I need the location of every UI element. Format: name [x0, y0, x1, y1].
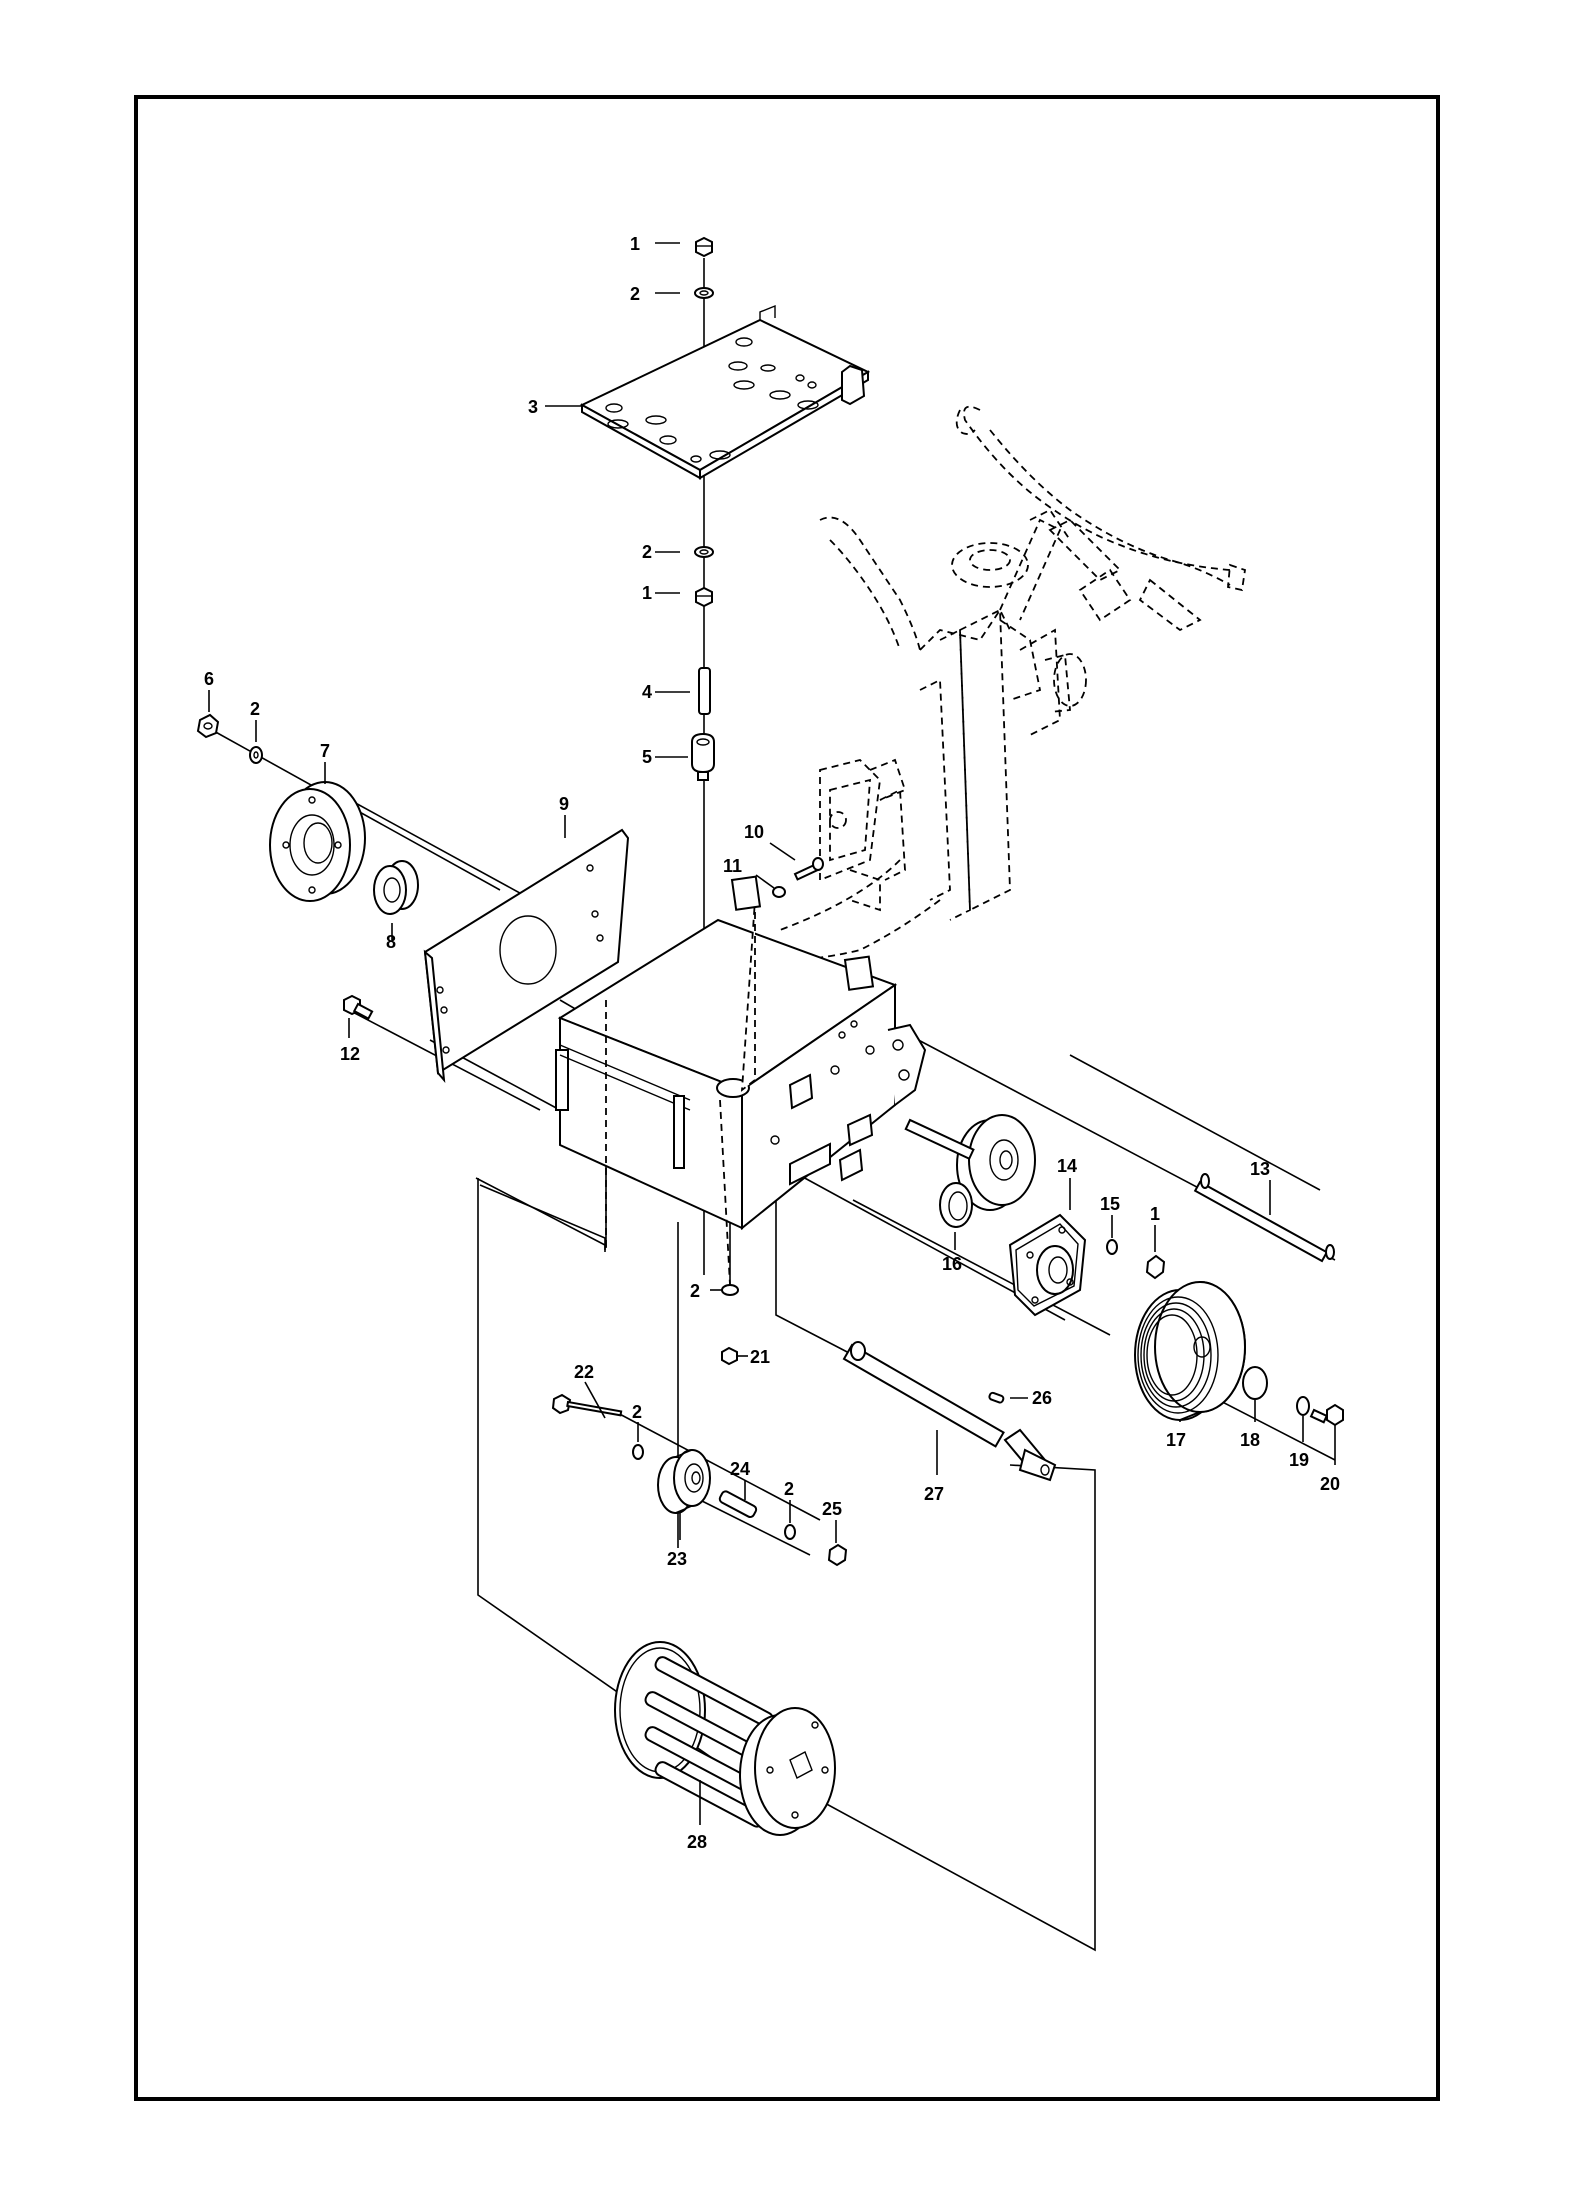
- side-plate-9: [423, 828, 630, 1084]
- callout-25: 25: [822, 1499, 842, 1519]
- callout-19: 19: [1289, 1450, 1309, 1470]
- callout-18: 18: [1240, 1430, 1260, 1450]
- callout-16: 16: [942, 1254, 962, 1274]
- nut-1c: [1145, 1254, 1166, 1280]
- nut-1b: [695, 586, 713, 608]
- callout-28: 28: [687, 1832, 707, 1852]
- callout-4: 4: [642, 682, 652, 702]
- main-housing: [555, 875, 927, 1286]
- sleeve-24: [718, 1490, 758, 1519]
- callout-24: 24: [730, 1459, 750, 1479]
- callout-22: 22: [574, 1362, 594, 1382]
- mounting-plate: [579, 304, 871, 480]
- cage-drum-28: [614, 1641, 836, 1836]
- callout-21: 21: [750, 1347, 770, 1367]
- nut-6: [196, 713, 220, 739]
- leader-lines: [208, 242, 1336, 1825]
- spacer-ring-16: [939, 1182, 973, 1228]
- bolt-20: [1309, 1403, 1344, 1427]
- nut-1a: [695, 236, 713, 258]
- callout-20: 20: [1320, 1474, 1340, 1494]
- callout-labels: 1 2 3 2 1 4 5 6 2 7 9 8 10 11 12 13 14 1…: [204, 234, 1340, 1852]
- washer-18: [1242, 1366, 1268, 1400]
- bolt-12: [343, 994, 374, 1020]
- washer-2e: [632, 1444, 644, 1460]
- washer-2f: [784, 1524, 796, 1540]
- axle-13: [1193, 1173, 1335, 1263]
- callout-12: 12: [340, 1044, 360, 1064]
- callout-26: 26: [1032, 1388, 1052, 1408]
- callout-23: 23: [667, 1549, 687, 1569]
- wheel-rear: [904, 1114, 1036, 1211]
- washer-2a: [694, 287, 714, 299]
- washer-15: [1106, 1239, 1118, 1255]
- washer-2d: [721, 1284, 739, 1296]
- screw-10: [793, 857, 824, 881]
- bearing-8: [373, 860, 419, 915]
- drawing-frame: [134, 95, 1440, 2101]
- stud-4: [698, 667, 711, 715]
- callout-2: 2: [784, 1479, 794, 1499]
- callout-2: 2: [250, 699, 260, 719]
- nut-25: [827, 1543, 848, 1567]
- callout-3: 3: [528, 397, 538, 417]
- callout-7: 7: [320, 741, 330, 761]
- key-pin-26: [988, 1391, 1005, 1404]
- callout-5: 5: [642, 747, 652, 767]
- bolt-22: [551, 1393, 623, 1417]
- washer-2b: [694, 546, 714, 558]
- callout-2: 2: [632, 1402, 642, 1422]
- callout-1: 1: [642, 583, 652, 603]
- callout-27: 27: [924, 1484, 944, 1504]
- callout-10: 10: [744, 822, 764, 842]
- handle-assembly-dashed: [759, 405, 1247, 961]
- washer-2c: [249, 746, 263, 764]
- callout-2: 2: [630, 284, 640, 304]
- callout-6: 6: [204, 669, 214, 689]
- nut-21: [721, 1346, 738, 1366]
- bearing-unit-14: [1008, 1213, 1087, 1317]
- callout-17: 17: [1166, 1430, 1186, 1450]
- wheel-23: [657, 1449, 711, 1514]
- shaft-27: [842, 1341, 1057, 1482]
- callout-8: 8: [386, 932, 396, 952]
- callout-14: 14: [1057, 1156, 1077, 1176]
- bearing-flange-7: [269, 781, 366, 902]
- callout-1: 1: [630, 234, 640, 254]
- callout-1: 1: [1150, 1204, 1160, 1224]
- callout-15: 15: [1100, 1194, 1120, 1214]
- callout-13: 13: [1250, 1159, 1270, 1179]
- callout-9: 9: [559, 794, 569, 814]
- rubber-mount-5: [691, 732, 715, 781]
- callout-2: 2: [690, 1281, 700, 1301]
- callout-11: 11: [723, 856, 742, 876]
- lock-washer-19: [1296, 1396, 1310, 1416]
- drum-roller-17: [1134, 1280, 1246, 1421]
- callout-2: 2: [642, 542, 652, 562]
- washer-11: [772, 886, 786, 898]
